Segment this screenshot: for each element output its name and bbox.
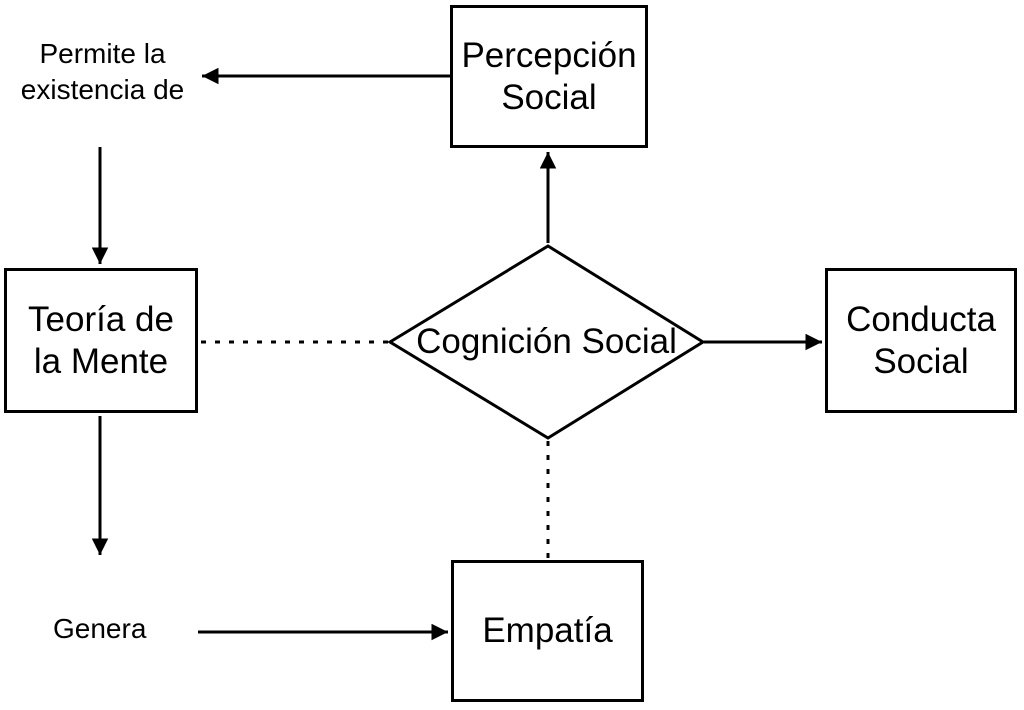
node-percepcion-social: Percepción Social [450, 5, 648, 148]
label-genera: Genera [53, 613, 147, 644]
node-conducta-social-label: Conducta Social [846, 299, 996, 381]
node-empatia-label: Empatía [482, 611, 613, 650]
label-permite-la-existencia-de: Permite la existencia de [20, 38, 185, 106]
node-cognicion-social-label: Cognición Social [416, 322, 677, 361]
node-percepcion-social-label: Percepción Social [461, 35, 637, 117]
node-teoria-de-la-mente-label: Teoría de la Mente [28, 299, 174, 381]
node-conducta-social: Conducta Social [825, 268, 1017, 413]
node-teoria-de-la-mente: Teoría de la Mente [4, 268, 198, 413]
node-empatia: Empatía [451, 560, 644, 702]
node-cognicion-social-shape [387, 244, 706, 440]
